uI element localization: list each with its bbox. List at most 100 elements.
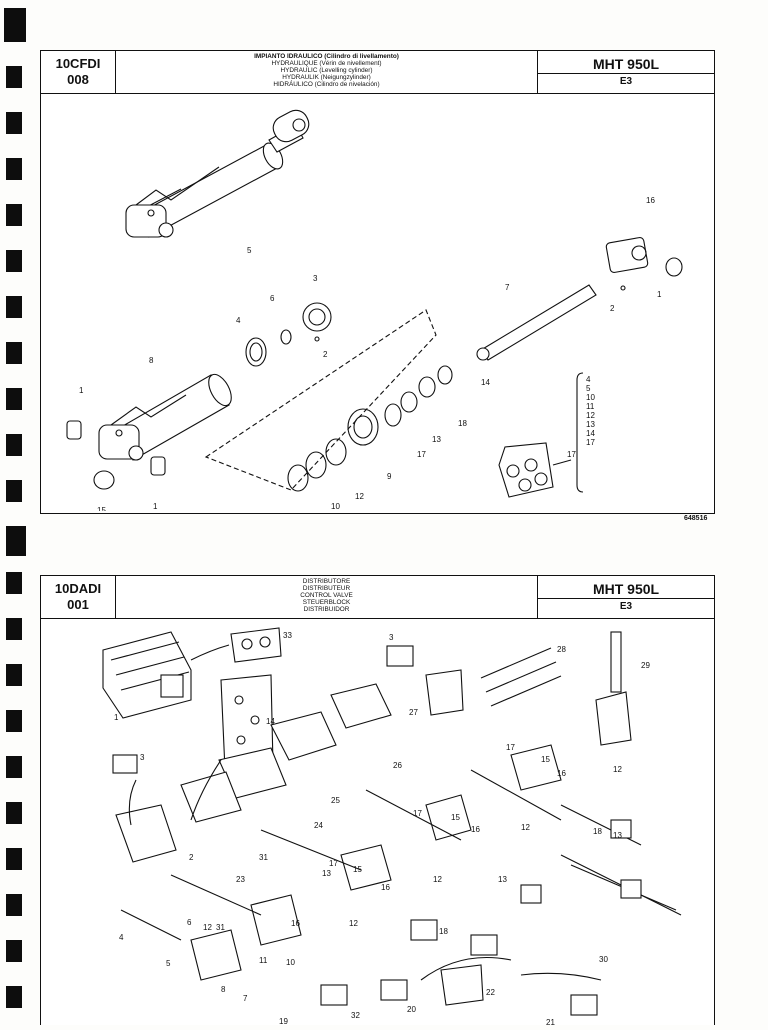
seal-kit-illustration — [498, 372, 584, 498]
callout: 1 — [657, 290, 662, 299]
callout: 33 — [283, 631, 292, 640]
callout: 15 — [353, 865, 362, 874]
callout: 11 — [259, 956, 268, 965]
callout: 17 — [417, 450, 426, 459]
piston-rod-illustration — [476, 237, 683, 361]
cylinder-assembly-illustration — [125, 109, 310, 238]
title-de: HYDRAULIK (Neigungzylinder) — [282, 74, 371, 81]
model-name: MHT 950L — [592, 56, 660, 72]
callout: 27 — [409, 708, 418, 717]
callout: 1 — [79, 386, 84, 395]
binder-hole — [6, 756, 22, 778]
model-name: MHT 950L — [592, 581, 660, 597]
drawing-reference-code: 648516 — [684, 515, 708, 522]
binder-margin — [0, 0, 40, 1024]
title-it: IMPIANTO IDRAULICO (Cilindro di livellam… — [254, 53, 399, 60]
model-box: MHT 950L E3 — [537, 576, 714, 618]
control-valve-drawing: 1 2 3 3 4 5 6 8 7 10 11 12 12 12 12 12 1… — [102, 627, 682, 1027]
binder-hole — [6, 940, 22, 962]
revision-code: E3 — [619, 601, 633, 612]
callout: 13 — [498, 875, 507, 884]
kit-item: 13 — [586, 420, 595, 429]
callout: 12 — [433, 875, 442, 884]
callout: 32 — [351, 1011, 360, 1020]
callout: 12 — [355, 492, 364, 501]
sheet-control-valve: 10DADI 001 DISTRIBUTORE DISTRIBUTEUR CON… — [40, 575, 715, 1027]
callout: 12 — [613, 765, 622, 774]
callout: 16 — [471, 825, 480, 834]
callout: 16 — [291, 919, 300, 928]
callout: 1 — [153, 502, 158, 511]
binder-hole — [6, 480, 22, 502]
binder-hole — [6, 526, 26, 556]
callout: 5 — [166, 959, 171, 968]
binder-hole — [6, 434, 22, 456]
exploded-view-cylinder: 5 3 6 4 2 8 1 1 5 1 11 10 12 9 17 13 18 1… — [41, 95, 714, 519]
callout: 15 — [451, 813, 460, 822]
callout: 18 — [593, 827, 602, 836]
callout: 17 — [567, 450, 576, 459]
binder-hole — [6, 342, 22, 364]
callout: 12 — [203, 923, 212, 932]
model-box: MHT 950L E3 — [537, 51, 714, 93]
callout: 9 — [387, 472, 392, 481]
callout: 6 — [187, 918, 192, 927]
callout: 25 — [331, 796, 340, 805]
model-divider — [538, 598, 714, 599]
callout: 24 — [314, 821, 323, 830]
kit-item: 12 — [586, 411, 595, 420]
binder-hole — [6, 296, 22, 318]
callout: 2 — [323, 350, 328, 359]
callout: 23 — [236, 875, 245, 884]
binder-hole — [6, 710, 22, 732]
binder-hole — [6, 802, 22, 824]
callout: 30 — [599, 955, 608, 964]
callout: 28 — [557, 645, 566, 654]
title-en: CONTROL VALVE — [300, 592, 353, 599]
binder-hole — [6, 894, 22, 916]
callout: 3 — [389, 633, 394, 642]
callout: 16 — [557, 769, 566, 778]
callout: 3 — [140, 753, 145, 762]
binder-hole — [6, 112, 22, 134]
callout-labels: 5 3 6 4 2 8 1 1 5 1 11 10 12 9 17 13 18 1… — [79, 196, 662, 519]
section-titles: IMPIANTO IDRAULICO (Cilindro di livellam… — [116, 51, 537, 93]
callout: 1 — [114, 713, 119, 722]
callout: 3 — [313, 274, 318, 283]
callout: 8 — [221, 985, 226, 994]
callout: 5 — [247, 246, 252, 255]
callout: 12 — [521, 823, 530, 832]
callout: 20 — [407, 1005, 416, 1014]
callout: 31 — [259, 853, 268, 862]
kit-item: 11 — [586, 402, 595, 411]
title-fr: DISTRIBUTEUR — [302, 585, 351, 592]
cylinder-body-illustration — [98, 373, 232, 461]
callout: 29 — [641, 661, 650, 670]
callout: 16 — [646, 196, 655, 205]
exploded-view-control-valve: 1 2 3 3 4 5 6 8 7 10 11 12 12 12 12 12 1… — [41, 620, 714, 1027]
callout: 17 — [506, 743, 515, 752]
section-code-main: 10CFDI — [55, 56, 101, 71]
title-es: HIDRÁULICO (Cilindro de nivelación) — [273, 81, 380, 88]
callout: 8 — [149, 356, 154, 365]
model-divider — [538, 73, 714, 74]
callout: 4 — [236, 316, 241, 325]
binder-hole — [6, 664, 22, 686]
binder-hole — [4, 8, 26, 42]
binder-hole — [6, 388, 22, 410]
kit-item: 10 — [586, 393, 595, 402]
callout: 22 — [486, 988, 495, 997]
callout: 13 — [613, 831, 622, 840]
kit-item: 5 — [586, 384, 591, 393]
binder-hole — [6, 572, 22, 594]
callout: 15 — [541, 755, 550, 764]
callout: 6 — [270, 294, 275, 303]
kit-item: 14 — [586, 429, 595, 438]
callout: 18 — [458, 419, 467, 428]
sheet-header: 10DADI 001 DISTRIBUTORE DISTRIBUTEUR CON… — [41, 576, 714, 619]
callout: 13 — [432, 435, 441, 444]
binder-hole — [6, 158, 22, 180]
callout: 18 — [439, 927, 448, 936]
section-code: 10CFDI 008 — [41, 51, 116, 93]
section-code-sub: 001 — [67, 597, 89, 612]
